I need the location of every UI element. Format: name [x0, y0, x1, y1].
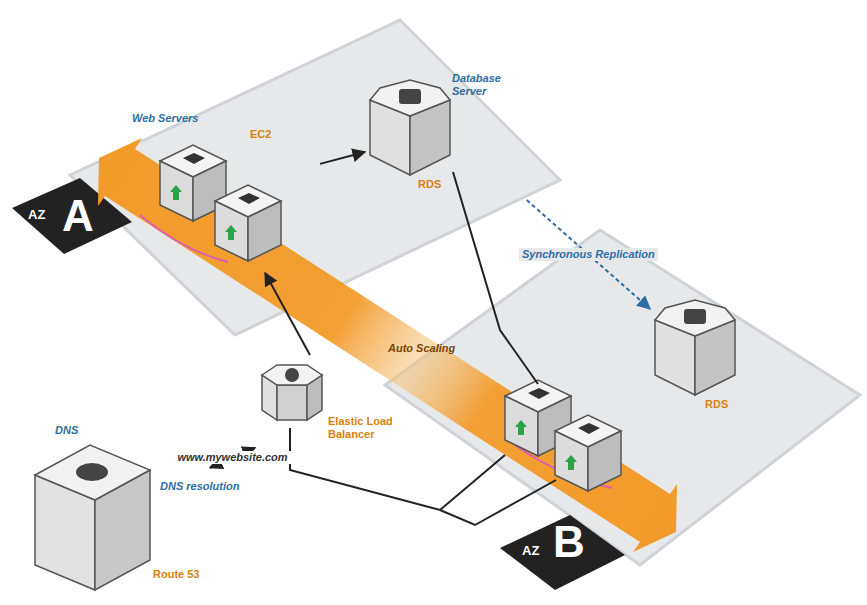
service-node: RDS: [650, 295, 760, 420]
edge-label: Synchronous Replication: [519, 248, 658, 261]
ec2-instance: [555, 415, 621, 491]
drawing-part: [262, 365, 322, 420]
load-balancer-icon: [262, 365, 322, 420]
ec2-instance: [215, 185, 281, 261]
dns-icon: [35, 445, 150, 590]
text-slot: A: [62, 194, 94, 238]
node-title: Elastic Load Balancer: [328, 415, 418, 441]
auto-scaling-band: [98, 138, 677, 552]
badge-label: AZ: [28, 207, 45, 223]
text-slot: Synchronous Replication: [519, 248, 658, 261]
text-slot: EC2: [250, 128, 271, 141]
drawing-part: [160, 145, 281, 261]
service-node: Database ServerRDS: [365, 60, 530, 200]
text-slot: B: [553, 520, 585, 564]
edge-label: www.mywebsite.com: [174, 451, 290, 464]
service-name: RDS: [705, 398, 728, 411]
band-label: Auto Scaling: [388, 342, 468, 355]
node-shape: [365, 60, 530, 200]
text-slot: AZ: [522, 543, 539, 559]
badge-letter: B: [553, 520, 585, 564]
node-shape: [120, 108, 320, 273]
database-icon: [370, 80, 450, 175]
text-slot: AZ: [28, 207, 45, 223]
note-label: DNS resolution: [160, 480, 239, 493]
database-icon: [655, 300, 735, 395]
node-shape: [255, 355, 425, 465]
health-curve: [140, 215, 228, 262]
badge-label: AZ: [522, 543, 539, 559]
wire: [453, 172, 538, 384]
service-node: Elastic Load Balancer: [255, 355, 425, 465]
service-name: Route 53: [153, 568, 199, 581]
node-title: Database Server: [452, 72, 522, 98]
text-slot: Route 53: [153, 568, 199, 581]
drawing-part: [35, 445, 150, 590]
text-slot: RDS: [418, 178, 441, 191]
text-slot: Auto Scaling: [388, 342, 468, 355]
text-slot: RDS: [705, 398, 728, 411]
service-node: Web ServersEC2: [120, 108, 320, 273]
connector: [265, 273, 310, 355]
text-slot: Database Server: [452, 72, 522, 98]
service-node: DNS Route 53: [20, 420, 210, 600]
text-slot: Elastic Load Balancer: [328, 415, 418, 441]
text-slot: DNS resolution: [160, 480, 239, 493]
badge-letter: A: [62, 194, 94, 238]
drawing-part: [370, 80, 450, 175]
node-title: DNS: [55, 424, 78, 437]
wire: [290, 428, 505, 510]
drawing-part: [655, 300, 735, 395]
connector: [320, 152, 365, 164]
text-slot: www.mywebsite.com: [174, 451, 290, 464]
zone-badge: [500, 515, 625, 590]
text-slot: DNS: [55, 424, 78, 437]
text-slot: Web Servers: [132, 112, 212, 125]
wire: [440, 480, 556, 525]
group-title: Web Servers: [132, 112, 212, 125]
service-name: RDS: [418, 178, 441, 191]
service-name: EC2: [250, 128, 271, 141]
